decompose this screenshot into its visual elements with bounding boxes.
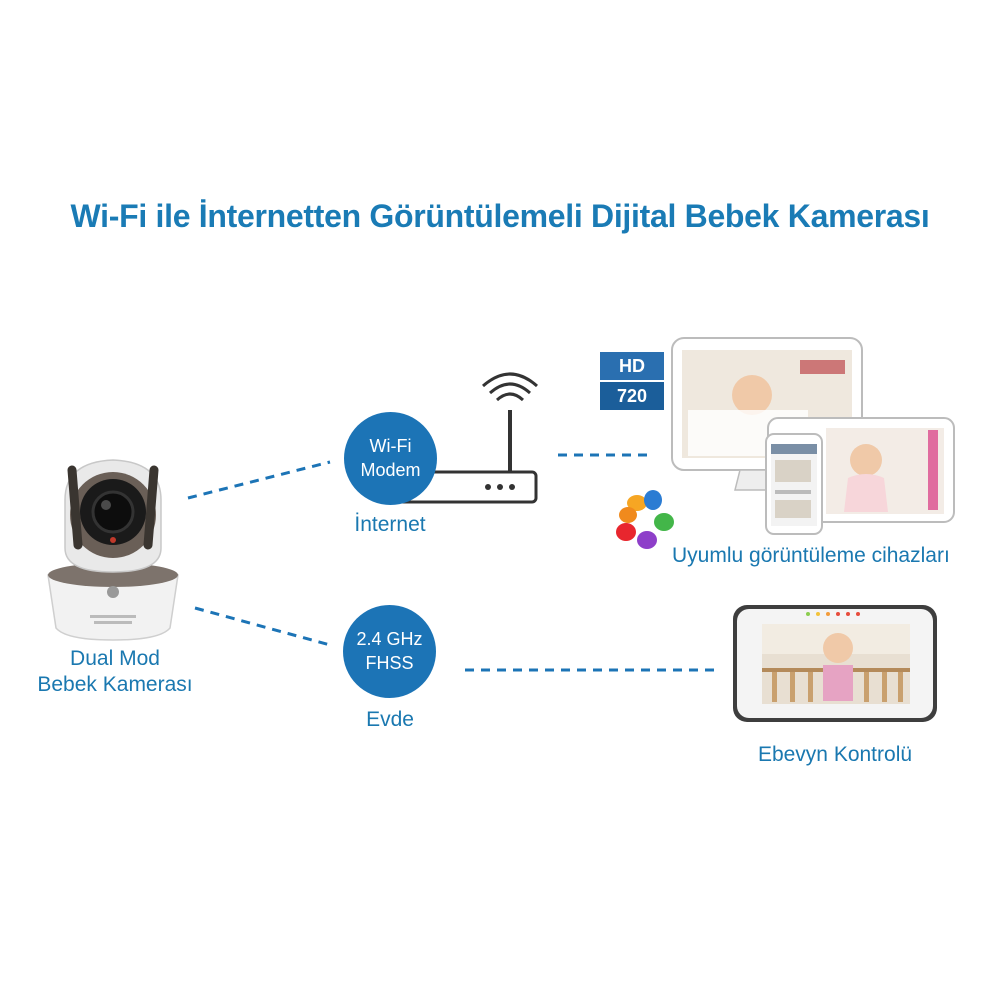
wifi-modem-line1: Wi-Fi <box>369 436 412 457</box>
camera-label-line2: Bebek Kamerası <box>37 673 193 697</box>
connector-camera-wifi <box>187 460 331 500</box>
fhss-badge: 2.4 GHz FHSS <box>343 605 436 698</box>
hd-720-badge: HD 720 <box>600 352 664 410</box>
hd-label: HD <box>600 352 664 380</box>
parent-monitor-label: Ebevyn Kontrolü <box>757 743 913 766</box>
camera-label: Dual Mod Bebek Kamerası <box>10 646 220 699</box>
wifi-modem-badge: Wi-Fi Modem <box>344 412 437 505</box>
compatible-apps-flower-icon <box>616 490 674 549</box>
hd-720-label: 720 <box>600 382 664 410</box>
camera-label-line1: Dual Mod <box>70 647 160 670</box>
home-label: Evde <box>366 708 414 731</box>
wifi-modem-line2: Modem <box>360 459 421 480</box>
fhss-line1: 2.4 GHz <box>356 629 423 650</box>
parent-monitor-icon <box>733 605 937 722</box>
page-title: Wi-Fi ile İnternetten Görüntülemeli Diji… <box>70 198 930 234</box>
connector-camera-fhss <box>194 606 331 647</box>
internet-label: İnternet <box>354 513 426 536</box>
baby-camera-icon <box>47 459 179 641</box>
compatible-devices-label: Uyumlu görüntüleme cihazları <box>672 544 950 567</box>
fhss-line2: FHSS <box>365 652 414 673</box>
smartphone-icon <box>765 433 823 535</box>
